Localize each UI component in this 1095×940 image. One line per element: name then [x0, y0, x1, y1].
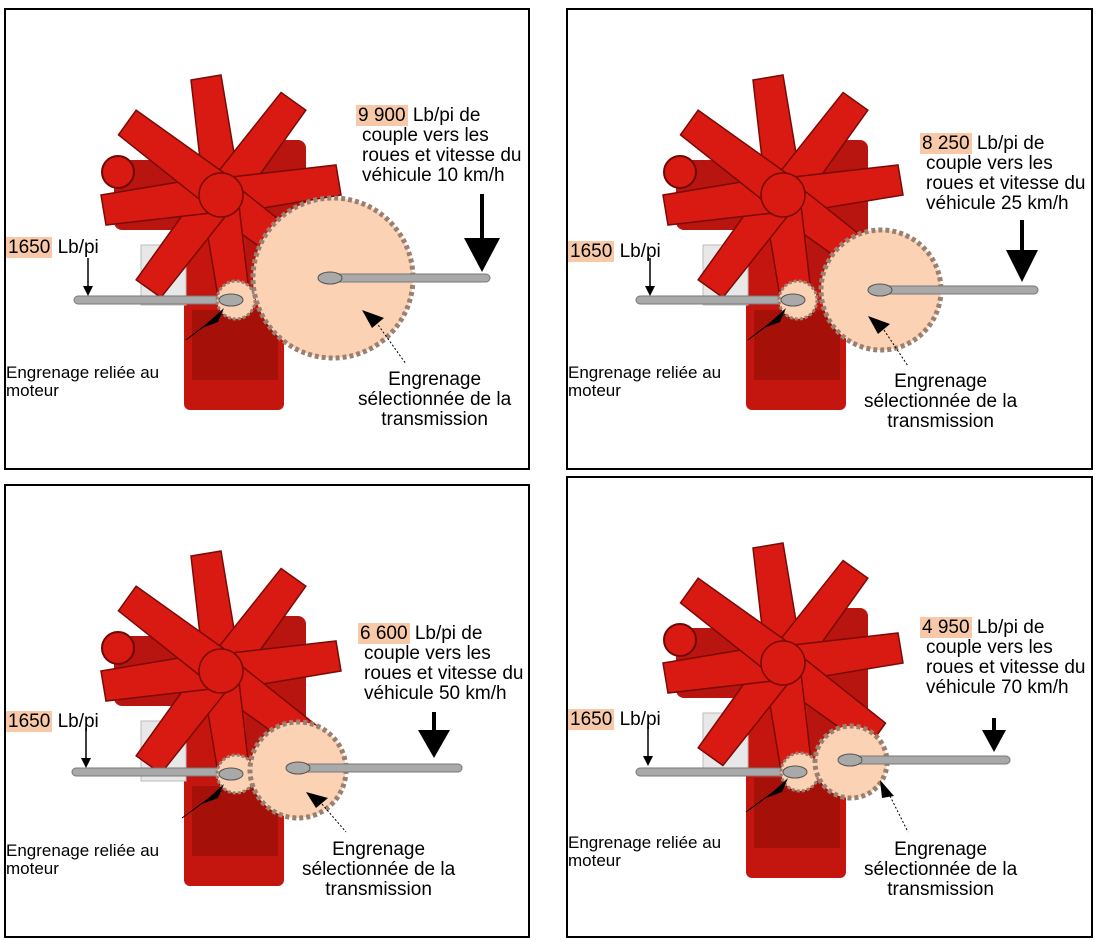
selected-gear-label-line-2: sélectionnée de la	[864, 392, 1017, 412]
selected-gear-label-line-1: Engrenage	[864, 840, 1017, 860]
input-torque-unit: Lb/pi	[58, 237, 99, 258]
engine-illustration	[663, 543, 903, 878]
input-torque-value: 1650	[6, 711, 52, 732]
selected-gear-label-line-1: Engrenage	[302, 840, 455, 860]
selected-gear-label: Engrenage sélectionnée de la transmissio…	[302, 840, 455, 900]
output-torque-label: 9 900 Lb/pi de couple vers les roues et …	[356, 106, 521, 186]
engine-gear-label-line-2: moteur	[568, 382, 721, 400]
selected-gear-label-line-2: sélectionnée de la	[864, 860, 1017, 880]
input-torque-value: 1650	[568, 241, 614, 262]
panel-4: 4 950 Lb/pi de couple vers les roues et …	[566, 476, 1093, 938]
input-torque-label: 1650 Lb/pi	[568, 710, 661, 730]
output-arrowhead	[982, 730, 1006, 752]
selected-gear-hub	[868, 284, 892, 296]
output-line-3: roues et vitesse du	[920, 174, 1085, 194]
output-line-3: roues et vitesse du	[920, 658, 1085, 678]
output-shaft	[880, 286, 1038, 294]
selected-gear-hub	[286, 762, 310, 774]
output-shaft	[298, 764, 462, 772]
output-line-4: véhicule 25 km/h	[920, 194, 1085, 214]
input-shaft	[72, 768, 240, 776]
output-torque-unit: Lb/pi de	[415, 623, 483, 644]
output-line-2: couple vers les	[920, 638, 1085, 658]
engine-gear-hub	[783, 766, 807, 778]
engine-gear-label-line-2: moteur	[6, 860, 159, 878]
engine-gear-label: Engrenage reliée au moteur	[6, 842, 159, 878]
output-torque-value: 9 900	[356, 105, 408, 126]
selected-gear-pointer-line	[890, 796, 908, 832]
input-torque-label: 1650 Lb/pi	[6, 712, 99, 732]
panel-3: 6 600 Lb/pi de couple vers les roues et …	[4, 484, 530, 938]
engine-gear-label: Engrenage reliée au moteur	[568, 364, 721, 400]
input-torque-value: 1650	[568, 709, 614, 730]
selected-gear-hub	[838, 754, 862, 766]
output-torque-unit: Lb/pi de	[977, 617, 1045, 638]
engine-gear-label: Engrenage reliée au moteur	[568, 834, 721, 870]
output-torque-label: 4 950 Lb/pi de couple vers les roues et …	[920, 618, 1085, 698]
output-torque-label: 8 250 Lb/pi de couple vers les roues et …	[920, 134, 1085, 214]
input-torque-label: 1650 Lb/pi	[6, 238, 99, 258]
selected-gear-pointer	[880, 780, 894, 798]
selected-gear-label-line-3: transmission	[864, 412, 1017, 432]
output-shaft	[850, 756, 1010, 764]
selected-gear-label: Engrenage sélectionnée de la transmissio…	[864, 372, 1017, 432]
engine-gear-hub	[781, 294, 805, 306]
panel-2: 8 250 Lb/pi de couple vers les roues et …	[566, 8, 1093, 470]
selected-gear-label-line-1: Engrenage	[864, 372, 1017, 392]
input-torque-unit: Lb/pi	[58, 711, 99, 732]
output-torque-unit: Lb/pi de	[977, 133, 1045, 154]
selected-gear-label-line-2: sélectionnée de la	[302, 860, 455, 880]
input-arrowhead	[81, 758, 91, 768]
input-arrowhead	[643, 756, 653, 766]
output-arrowhead	[418, 730, 450, 758]
output-line-3: roues et vitesse du	[356, 146, 521, 166]
output-line-3: roues et vitesse du	[358, 664, 523, 684]
input-shaft	[636, 768, 802, 776]
input-torque-unit: Lb/pi	[620, 241, 661, 262]
input-arrowhead	[83, 286, 93, 296]
engine-gear-label-line-2: moteur	[6, 382, 159, 400]
output-arrowhead	[1006, 250, 1038, 282]
output-line-2: couple vers les	[358, 644, 523, 664]
input-shaft	[74, 296, 240, 304]
engine-gear-label-line-1: Engrenage reliée au	[6, 364, 159, 382]
input-shaft	[636, 296, 802, 304]
output-arrowhead	[464, 238, 500, 272]
output-line-4: véhicule 50 km/h	[358, 684, 523, 704]
engine-gear-label-line-2: moteur	[568, 852, 721, 870]
output-torque-unit: Lb/pi de	[413, 105, 481, 126]
selected-gear-label-line-1: Engrenage	[358, 370, 511, 390]
input-torque-label: 1650 Lb/pi	[568, 242, 661, 262]
selected-gear-label-line-3: transmission	[864, 880, 1017, 900]
output-torque-value: 6 600	[358, 623, 410, 644]
selected-gear-label-line-3: transmission	[358, 410, 511, 430]
selected-gear-label: Engrenage sélectionnée de la transmissio…	[864, 840, 1017, 900]
engine-gear-hub	[219, 294, 243, 306]
selected-gear-hub	[318, 272, 342, 284]
output-torque-label: 6 600 Lb/pi de couple vers les roues et …	[358, 624, 523, 704]
engine-gear-label-line-1: Engrenage reliée au	[568, 834, 721, 852]
output-line-2: couple vers les	[920, 154, 1085, 174]
output-torque-value: 4 950	[920, 617, 972, 638]
selected-gear-label-line-3: transmission	[302, 880, 455, 900]
selected-gear-label-line-2: sélectionnée de la	[358, 390, 511, 410]
output-line-4: véhicule 10 km/h	[356, 166, 521, 186]
engine-gear-label-line-1: Engrenage reliée au	[6, 842, 159, 860]
engine-illustration	[101, 551, 341, 886]
panel-1: 9 900 Lb/pi de couple vers les roues et …	[4, 8, 530, 470]
engine-gear-hub	[219, 768, 243, 780]
selected-gear-label: Engrenage sélectionnée de la transmissio…	[358, 370, 511, 430]
output-shaft	[328, 274, 490, 282]
input-arrowhead	[645, 286, 655, 296]
output-torque-value: 8 250	[920, 133, 972, 154]
selected-gear-pointer-line	[322, 804, 346, 832]
output-line-2: couple vers les	[356, 126, 521, 146]
engine-gear-label: Engrenage reliée au moteur	[6, 364, 159, 400]
input-torque-unit: Lb/pi	[620, 709, 661, 730]
output-line-4: véhicule 70 km/h	[920, 678, 1085, 698]
engine-gear-label-line-1: Engrenage reliée au	[568, 364, 721, 382]
input-torque-value: 1650	[6, 237, 52, 258]
